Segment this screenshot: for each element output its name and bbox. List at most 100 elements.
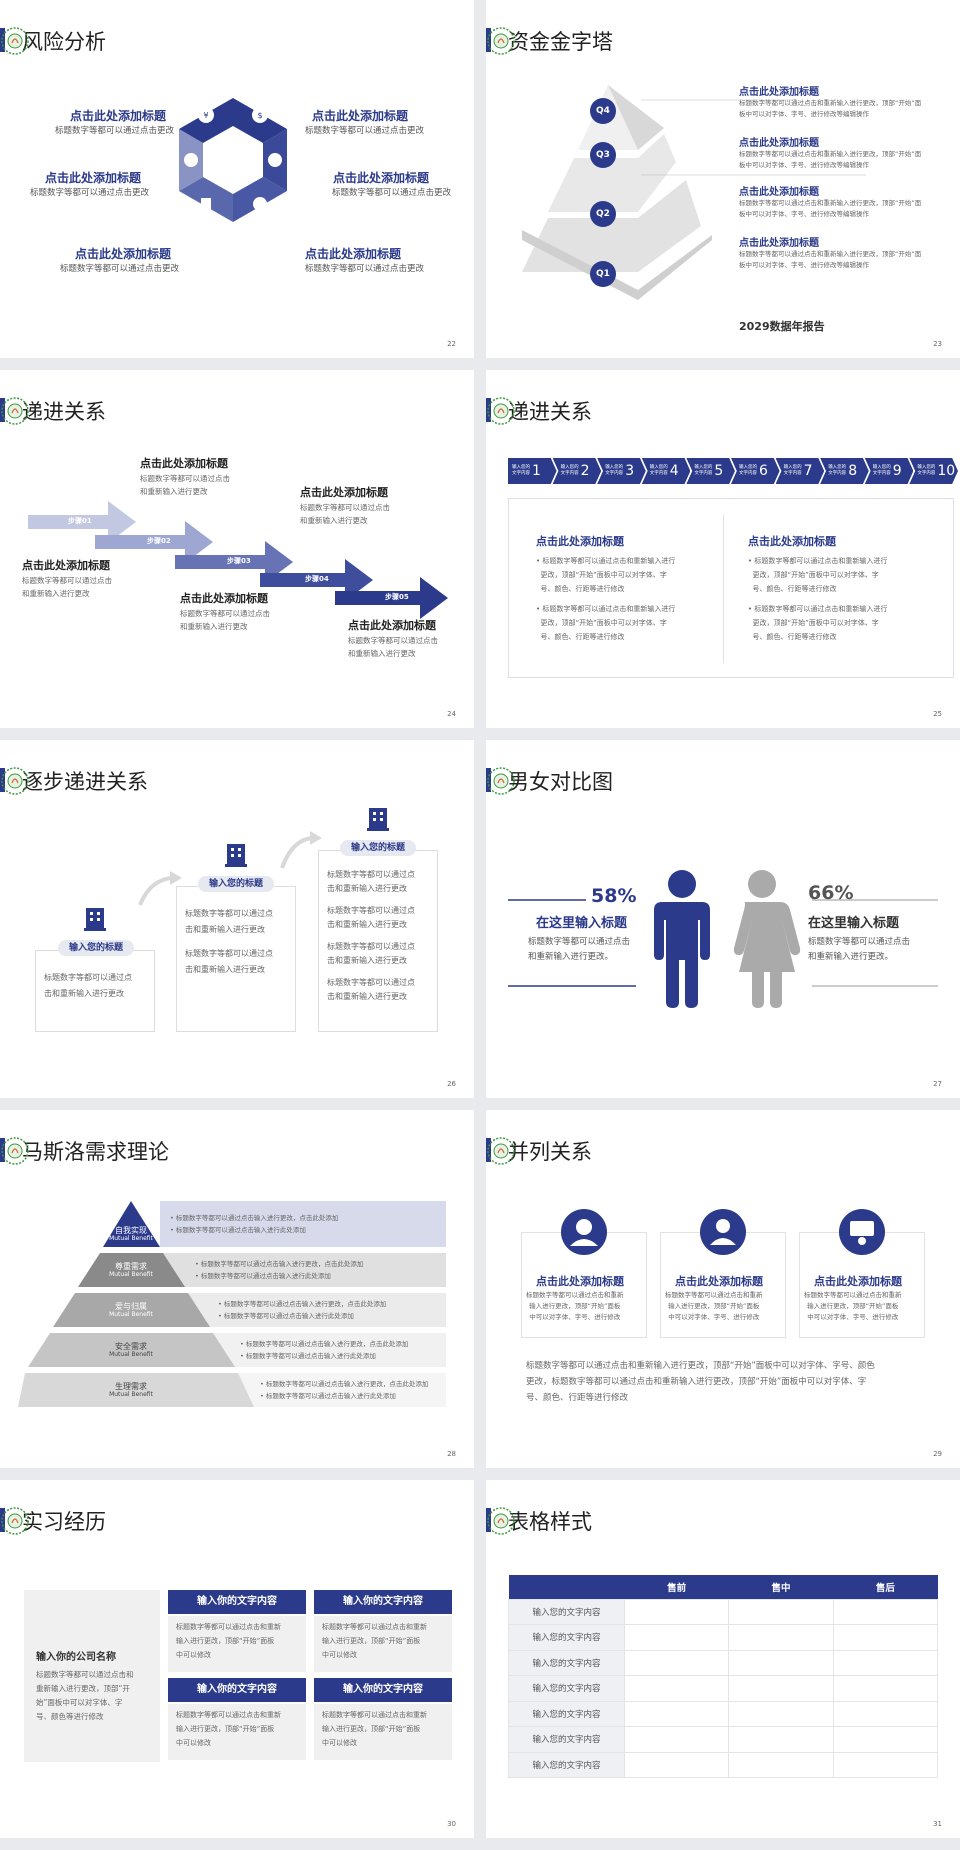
prog-item-2-head: 点击此处添加标题	[300, 486, 388, 499]
q2-badge: Q2	[590, 201, 616, 227]
logo-icon	[1, 767, 29, 795]
logo-icon	[487, 1137, 515, 1165]
building-icon-2	[225, 844, 247, 867]
maslow-1-cn: 自我实现	[115, 1226, 147, 1235]
risk-item-5-head: 点击此处添加标题	[75, 247, 172, 261]
pyramid-item-1-desc2: 板中可以对字体、字号、进行修改等编辑操作	[739, 110, 869, 118]
page-number: 31	[933, 1820, 942, 1828]
table-cell	[623, 1598, 730, 1625]
table-header-aftersale: 售后	[875, 1582, 895, 1594]
maslow-2-en: Mutual Benefit	[109, 1271, 153, 1278]
step-box-3-head: 输入您的标题	[340, 840, 416, 856]
exp-box-3-text: 标题数字等都可以通过点击和重新输入进行更改，顶部“开始”面板中可以修改	[176, 1711, 281, 1747]
pyramid-item-4-desc1: 标题数字等都可以通过点击和重新输入进行更改，顶部“开始”面	[739, 250, 922, 258]
risk-item-2-head: 点击此处添加标题	[312, 109, 409, 123]
title-bar	[0, 28, 5, 52]
chevron-text: 输入您的文字内容	[828, 465, 847, 476]
slide-title: 马斯洛需求理论	[22, 1140, 169, 1164]
table-row: 输入您的文字内容	[508, 1751, 939, 1778]
exp-box-3-body	[168, 1704, 306, 1760]
page-number: 22	[447, 340, 456, 348]
step-arrow-3	[175, 541, 293, 583]
svg-text:¥: ¥	[203, 111, 208, 120]
table-cell	[728, 1700, 834, 1727]
title-bar	[486, 398, 491, 422]
maslow-3-text: • 标题数字等都可以通过点击输入进行更改，点击此处添加• 标题数字等都可以通过点…	[218, 1300, 387, 1320]
report-label: 2029数据年报告	[739, 320, 825, 333]
step-box-2-head: 输入您的标题	[198, 876, 274, 892]
prog-item-1-head: 点击此处添加标题	[140, 457, 228, 470]
table-cell	[832, 1700, 939, 1727]
female-desc-1: 标题数字等都可以通过点击	[808, 937, 911, 947]
col-1-bullet-2: • 标题数字等都可以通过点击和重新输入进行 更改，顶部“开始”面板中可以对字体、…	[536, 605, 676, 641]
prog-item-3-head: 点击此处添加标题	[22, 559, 110, 572]
title-bar	[0, 1138, 5, 1162]
table-header-presale: 售前	[667, 1582, 687, 1594]
logo-icon	[487, 27, 515, 55]
col-2-bullet-1: • 标题数字等都可以通过点击和重新输入进行 更改，顶部“开始”面板中可以对字体、…	[748, 557, 888, 593]
prog-item-4-d1: 标题数字等都可以通过点击	[180, 609, 270, 618]
exp-box-4-body	[314, 1704, 452, 1760]
logo-icon	[487, 767, 515, 795]
maslow-pyramid	[18, 1201, 446, 1407]
logo-icon	[487, 397, 515, 425]
table-row: 输入您的文字内容	[508, 1726, 939, 1753]
page-number: 30	[447, 1820, 456, 1828]
table-cell	[832, 1598, 939, 1625]
table-cell	[832, 1649, 939, 1676]
slide-24: 递进关系 步骤01 步骤02 步骤03 步骤04 步骤05 点击此处添加标题 标…	[0, 370, 474, 728]
table-cell	[832, 1675, 939, 1702]
risk-item-4-head: 点击此处添加标题	[333, 171, 430, 185]
company-card	[24, 1590, 160, 1762]
q1-badge: Q1	[590, 261, 616, 287]
table-row-label: 输入您的文字内容	[508, 1598, 625, 1625]
table-row-label: 输入您的文字内容	[508, 1675, 625, 1702]
chevron-text: 输入您的文字内容	[739, 465, 757, 476]
slide-title: 递进关系	[22, 400, 106, 424]
step-box-3-text: 标题数字等都可以通过点击和重新输入进行更改标题数字等都可以通过点击和重新输入进行…	[327, 870, 415, 1001]
table-row: 输入您的文字内容	[508, 1700, 939, 1727]
exp-box-4-head: 输入你的文字内容	[314, 1678, 452, 1702]
chevron-number: 10	[937, 463, 956, 479]
prog-item-1-d1: 标题数字等都可以通过点击	[140, 474, 230, 483]
maslow-1-text: • 标题数字等都可以通过点击输入进行更改，点击此处添加• 标题数字等都可以通过点…	[170, 1214, 339, 1234]
exp-box-2-head: 输入你的文字内容	[314, 1590, 452, 1614]
title-bar	[0, 768, 5, 792]
col-2-head: 点击此处添加标题	[748, 535, 836, 548]
table-cell	[832, 1751, 939, 1778]
slide-title: 男女对比图	[508, 770, 613, 794]
table-cell	[728, 1649, 834, 1676]
slide-22: 风险分析 ¥ $ 点击此处添加标题 标题数字等都可以通过点击更改 点击此处添加标…	[0, 0, 474, 358]
title-bar	[486, 1138, 491, 1162]
logo-icon	[1, 397, 29, 425]
prog-item-1-d2: 和重新输入进行更改	[140, 487, 208, 496]
female-icon	[733, 870, 801, 1008]
svg-text:$: $	[257, 111, 262, 120]
parallel-icons	[561, 1209, 885, 1255]
col-2-bullet-2: • 标题数字等都可以通过点击和重新输入进行 更改，顶部“开始”面板中可以对字体、…	[748, 605, 888, 641]
parallel-2-head: 点击此处添加标题	[675, 1275, 763, 1288]
step-label-1: 步骤01	[68, 517, 92, 525]
table-header-insale: 售中	[771, 1582, 791, 1594]
table-cell	[623, 1700, 730, 1727]
slide-27: 男女对比图 58% 在这里输入标题 标题数字等都可以通过点击 和重新输入进行更改…	[486, 740, 960, 1098]
chevron-number: 6	[759, 463, 768, 479]
chevron-number: 3	[625, 463, 635, 479]
prog-item-5-d2: 和重新输入进行更改	[348, 649, 416, 658]
maslow-3-cn: 爱与归属	[115, 1302, 147, 1311]
pyramid-item-4-head: 点击此处添加标题	[739, 238, 819, 249]
parallel-2-text: 标题数字等都可以通过点击和重新输入进行更改，顶部“开始”面板中可以对字体、字号、…	[665, 1291, 763, 1321]
exp-box-1-text: 标题数字等都可以通过点击和重新输入进行更改，顶部“开始”面板中可以修改	[176, 1623, 281, 1659]
page-number: 27	[933, 1080, 942, 1088]
logo-icon	[1, 1507, 29, 1535]
title-bar	[486, 28, 491, 52]
table-row: 输入您的文字内容	[508, 1675, 939, 1702]
male-icon	[654, 870, 710, 1008]
page-number: 26	[447, 1080, 456, 1088]
title-bar	[0, 1508, 5, 1532]
table-cell	[728, 1726, 834, 1753]
